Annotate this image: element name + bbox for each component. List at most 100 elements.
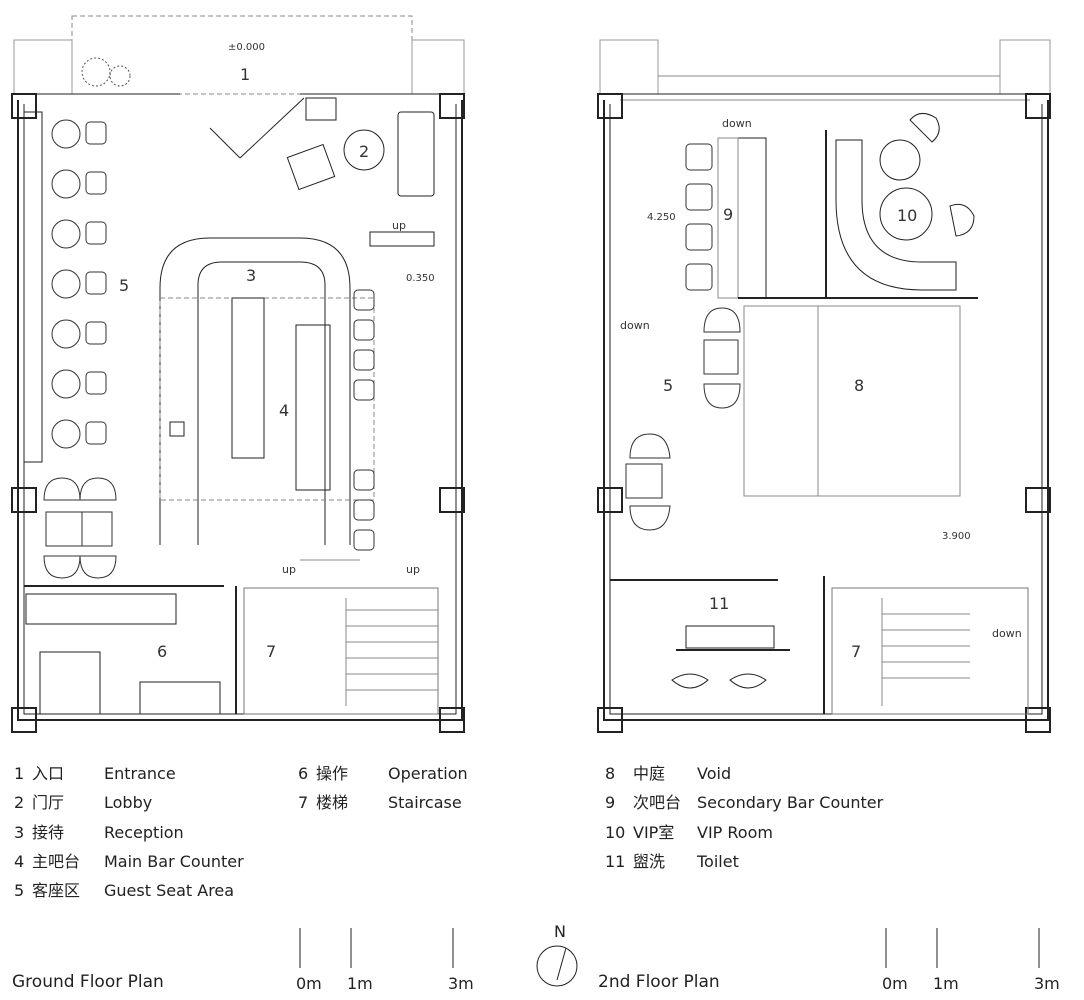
reception-counter-outer xyxy=(159,237,351,545)
room-number: 3 xyxy=(246,266,256,285)
legend-number: 2 xyxy=(14,793,25,813)
legend-english-label: Toilet xyxy=(697,851,739,871)
column xyxy=(597,487,623,513)
room-number: 11 xyxy=(709,594,729,613)
legend-number: 10 xyxy=(605,822,626,842)
upper-side-left xyxy=(599,39,659,95)
staircase-outline-2 xyxy=(831,587,1029,715)
room-number: 8 xyxy=(854,376,864,395)
legend-english-label: Void xyxy=(697,764,732,783)
column xyxy=(1025,93,1051,119)
sink-icon xyxy=(169,421,185,437)
column xyxy=(439,93,465,119)
legend-number: 11 xyxy=(605,851,626,871)
legend-chinese-label: 次吧台 xyxy=(633,793,682,813)
legend-chinese-label: 楼梯 xyxy=(316,793,349,813)
legend-english-label: Staircase xyxy=(388,793,462,813)
stair-treads-2 xyxy=(881,598,970,706)
lobby-sofa xyxy=(397,111,435,197)
vip-small-table xyxy=(879,139,921,181)
legend-chinese-label: 中庭 xyxy=(633,764,666,783)
room-number: 4 xyxy=(279,401,289,420)
legend-english-label: Guest Seat Area xyxy=(104,881,235,901)
room-number: 6 xyxy=(157,642,167,661)
legend-chinese-label: 盥洗 xyxy=(633,851,666,871)
scale-label: 3m xyxy=(448,974,474,993)
column xyxy=(439,487,465,513)
column xyxy=(439,707,465,733)
stair-mark: down xyxy=(992,627,1022,640)
entrance-screen xyxy=(239,97,305,159)
level-mark: 0.350 xyxy=(406,273,435,284)
staircase-outline xyxy=(243,587,439,715)
entrance-screen xyxy=(209,127,241,159)
legend-chinese-label: VIP室 xyxy=(633,822,675,842)
scale-label: 1m xyxy=(347,974,373,993)
legend-chinese-label: 操作 xyxy=(316,764,349,783)
entrance-side-right xyxy=(411,39,465,95)
entrance-display xyxy=(305,97,337,121)
guest-seating xyxy=(43,119,117,579)
scale-label: 0m xyxy=(296,974,322,993)
column xyxy=(1025,707,1051,733)
toilet-fixture xyxy=(671,673,709,689)
legend-number: 1 xyxy=(14,764,25,783)
legend-english-label: Operation xyxy=(388,764,468,783)
legend-number: 9 xyxy=(605,793,616,813)
kitchen-counter xyxy=(25,593,177,625)
column xyxy=(11,487,37,513)
plant-icon xyxy=(109,65,131,87)
legend-chinese-label: 接待 xyxy=(32,822,65,842)
scale-label: 3m xyxy=(1034,974,1060,993)
stair-mark: down xyxy=(620,319,650,332)
legend-chinese-label: 主吧台 xyxy=(32,851,81,871)
stair-mark: up xyxy=(392,219,406,232)
room-number: 1 xyxy=(240,65,250,84)
bar-stools xyxy=(353,289,375,551)
vip-chair xyxy=(949,203,975,237)
column xyxy=(597,707,623,733)
secondary-bar-back xyxy=(717,137,739,299)
second-floor-plan xyxy=(597,39,1051,733)
reception-counter-inner xyxy=(197,261,326,545)
room-number: 7 xyxy=(266,642,276,661)
legend-english-label: VIP Room xyxy=(697,822,773,842)
vip-round-table xyxy=(879,187,933,241)
legend-item: 11 盥洗 Toilet xyxy=(605,847,883,876)
ground-floor-caption: Ground Floor Plan xyxy=(12,972,164,992)
room-number: 7 xyxy=(851,642,861,661)
second-outer-wall xyxy=(603,100,1049,721)
north-arrow-icon xyxy=(536,945,578,987)
scale-label: 0m xyxy=(882,974,908,993)
toilet-fixture xyxy=(729,673,767,689)
room-number: 2 xyxy=(359,142,369,161)
legend-chinese-label: 入口 xyxy=(32,764,65,783)
legend-number: 7 xyxy=(298,793,309,813)
legend-number: 4 xyxy=(14,851,25,871)
stair-mark: down xyxy=(722,117,752,130)
column xyxy=(1025,487,1051,513)
lobby-armchair xyxy=(286,143,336,191)
vip-curved-sofa xyxy=(835,139,957,291)
legend-number: 3 xyxy=(14,822,25,842)
stair-mark: up xyxy=(406,563,420,576)
scale-label: 1m xyxy=(933,974,959,993)
second-floor-caption: 2nd Floor Plan xyxy=(598,972,720,992)
lobby-round-table xyxy=(343,129,385,171)
level-mark: ±0.000 xyxy=(228,42,265,53)
second-guest-seating xyxy=(625,307,741,531)
north-label: N xyxy=(554,922,566,941)
legend-number: 5 xyxy=(14,881,25,901)
ground-step xyxy=(369,231,435,247)
ground-outer-wall xyxy=(17,100,463,721)
vip-chair xyxy=(909,113,940,143)
legend-english-label: Main Bar Counter xyxy=(104,851,244,871)
